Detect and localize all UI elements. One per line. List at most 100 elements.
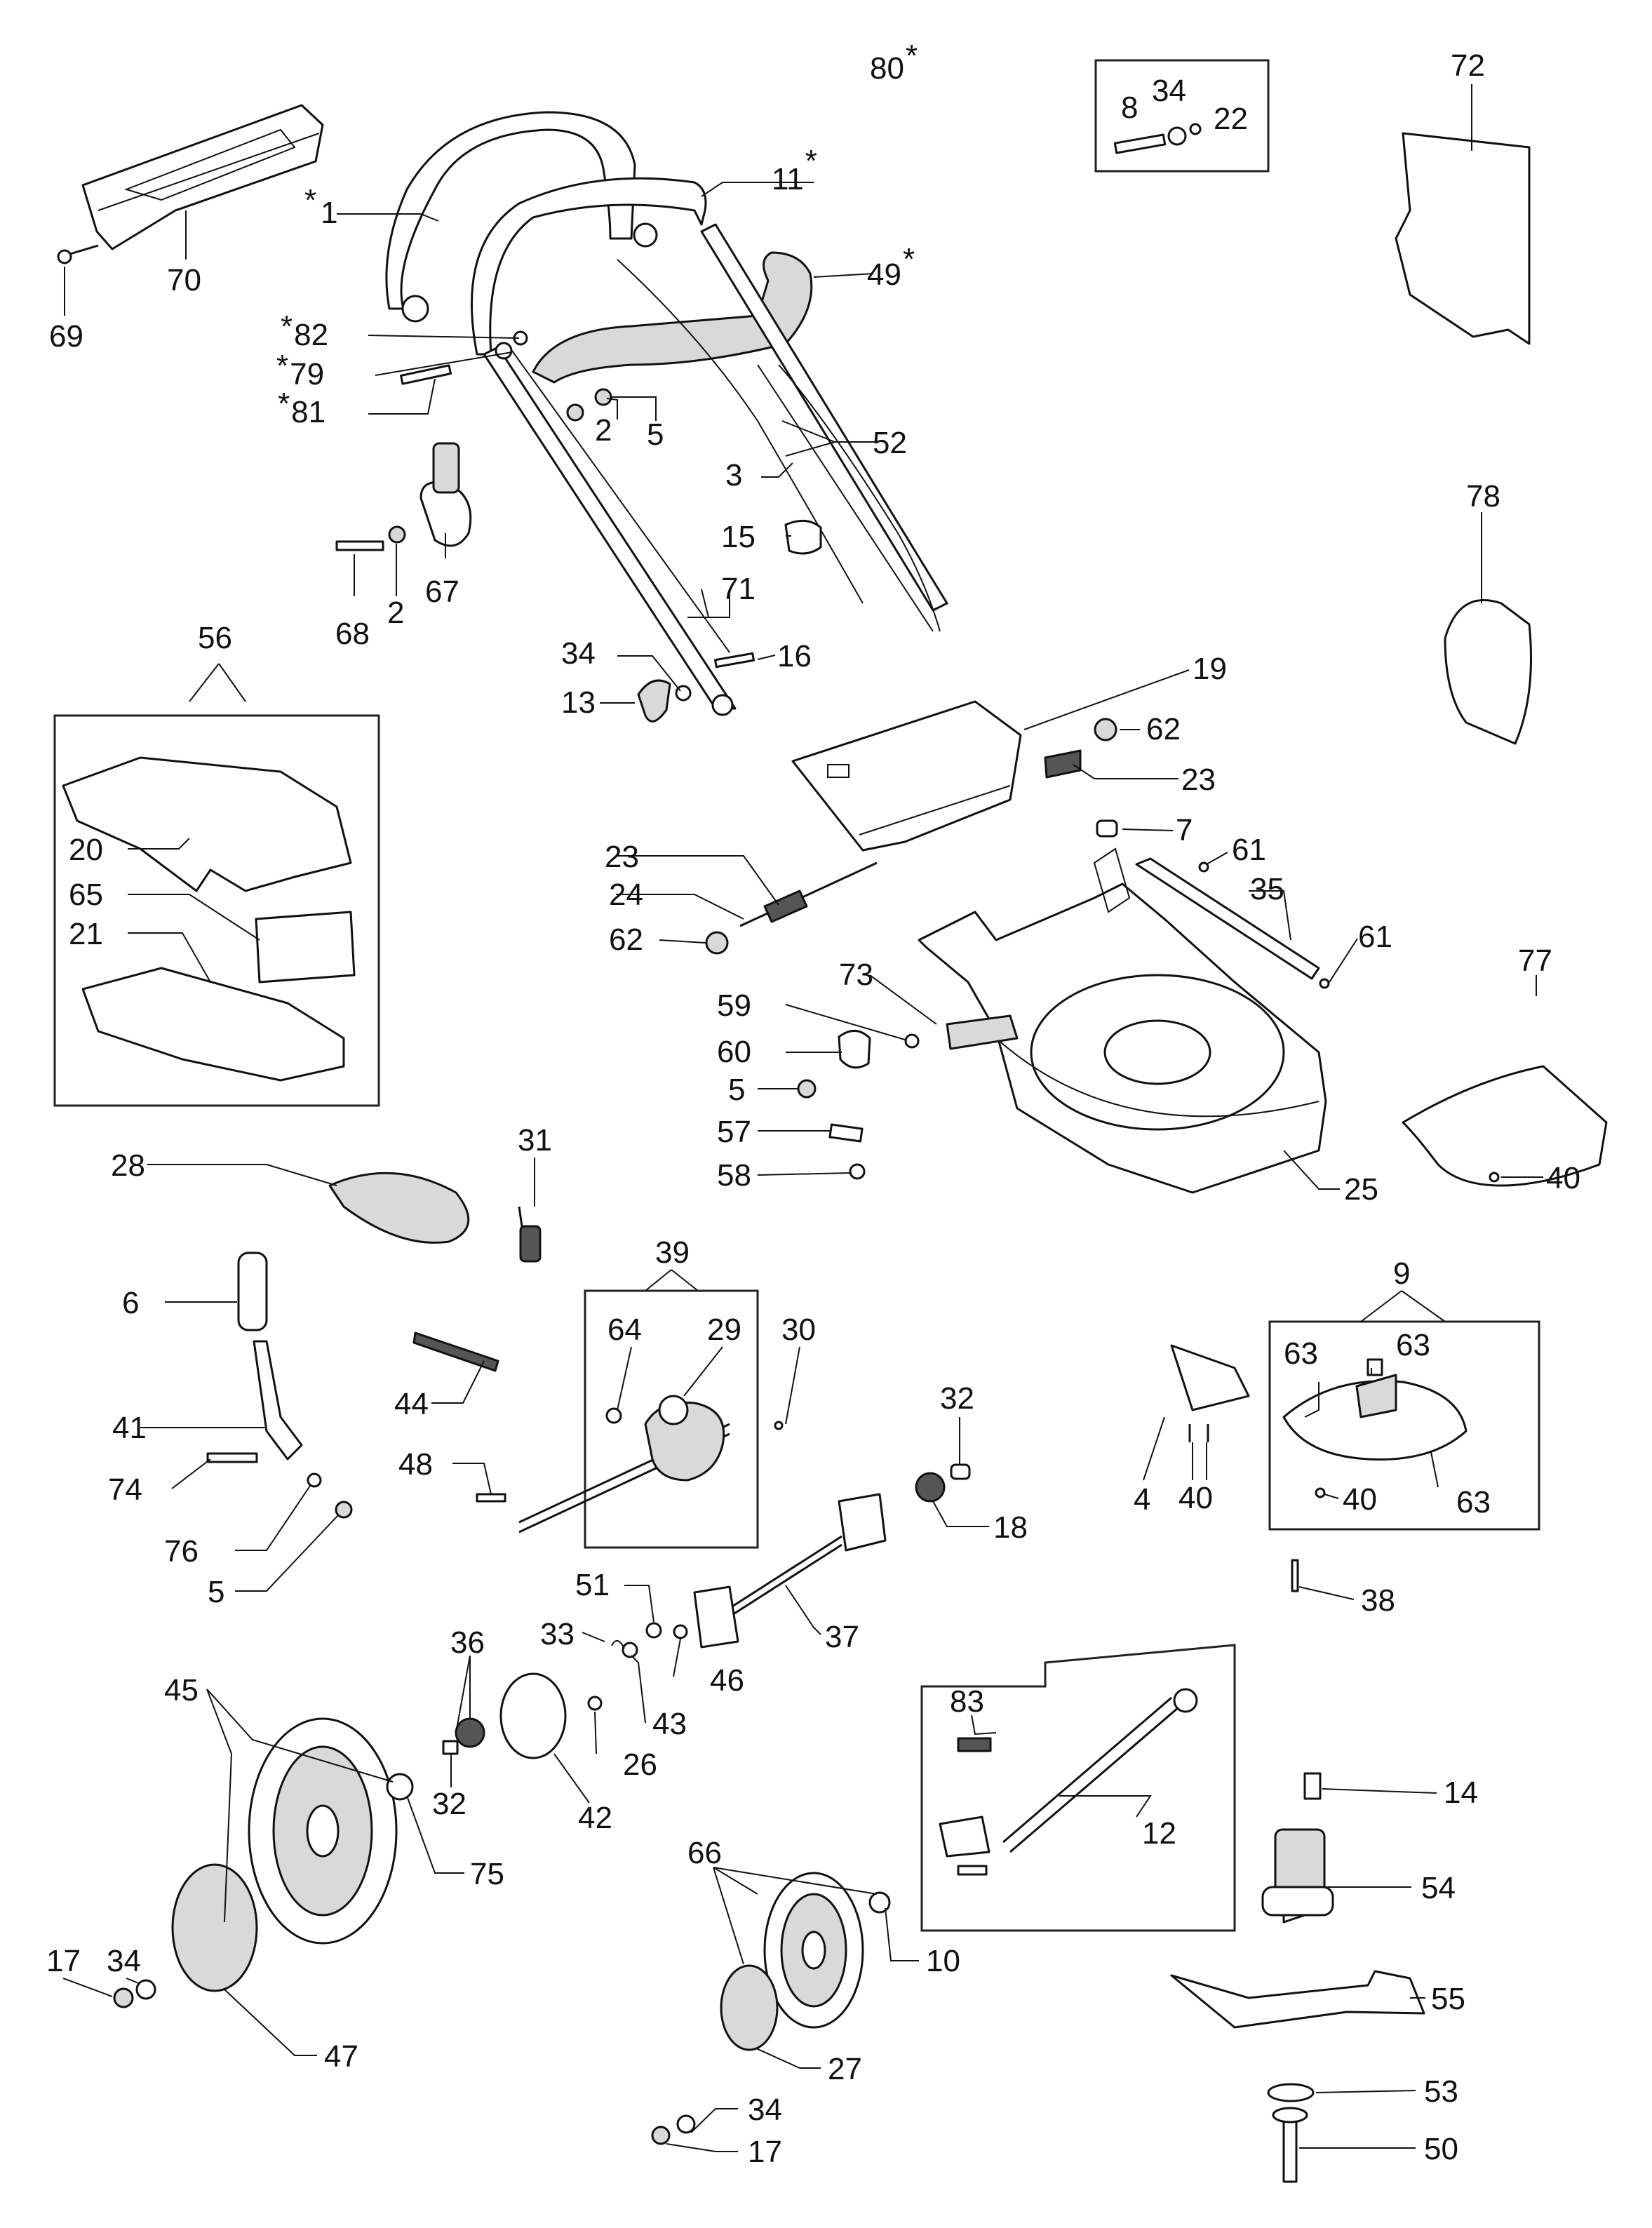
washer-part [622,1642,638,1658]
callout-77: 77 [1518,944,1552,978]
nut-part [335,1501,353,1519]
callout-32: 32 [432,1787,466,1821]
cover-part [1444,599,1532,745]
callout-41: 41 [112,1411,147,1445]
nut-part [1319,978,1330,989]
callout-34: 34 [561,636,596,671]
callout-61: 61 [1232,833,1266,867]
callout-26: 26 [623,1747,657,1782]
drive-belt-part [328,1172,470,1244]
washer-part [587,1696,603,1711]
bolt-head-part [1272,2107,1308,2123]
mulching-kit-box [1268,1320,1540,1531]
spring-part [412,1331,499,1372]
washer-part [645,1622,662,1639]
callout-34: 34 [107,1944,141,1978]
bushing-part [868,1891,891,1914]
callout-28: 28 [111,1148,145,1183]
spring-part [519,1225,542,1263]
grass-bag-assembly-box [53,714,380,1107]
callout-7: 7 [1176,813,1193,847]
screw-part [57,244,99,264]
callout-53: 53 [1424,2074,1458,2109]
callout-5: 5 [208,1575,224,1609]
bolt-part [206,1452,258,1463]
gearbox-assembly-box [584,1289,759,1549]
callout-20: 20 [69,833,103,867]
callout-83: 83 [950,1684,984,1719]
callout-55: 55 [1431,1982,1465,2016]
pin-part [400,364,452,385]
callout-29: 29 [707,1313,741,1347]
callout-34: 34 [748,2093,782,2127]
callout-17: 17 [748,2135,782,2169]
callout-27: 27 [828,2052,862,2086]
callout-43: 43 [652,1707,687,1741]
callout-52: 52 [873,426,907,460]
callout-64: 64 [607,1313,642,1347]
lever-part [253,1340,303,1461]
wheel-hub-part [499,1672,567,1759]
mower-deck-part [918,847,1327,1194]
callout-32: 32 [940,1381,974,1416]
clip-part [611,1640,625,1649]
callout-68: 68 [335,617,370,651]
callout-23: 23 [605,840,639,874]
callout-2: 2 [595,413,612,448]
callout-71: 71 [721,572,756,606]
callout-80: 80* [870,39,918,86]
callout-11: 11* [772,144,817,196]
nut-part [705,931,729,955]
rear-flap-part [791,700,1022,852]
callout-31: 31 [518,1123,552,1157]
clip-part [828,1123,864,1143]
nut-part [594,388,612,406]
callout-51: 51 [575,1568,610,1602]
upper-handle-part [385,111,813,384]
pinion-part [915,1472,946,1503]
mulching-blade-part [1170,1344,1250,1411]
nut-part [113,1987,134,2008]
callout-65: 65 [69,878,103,912]
callout-6: 6 [122,1286,139,1320]
callout-23: 23 [1181,763,1216,797]
wing-knob-part [637,679,671,723]
bumper-bar-part [1135,857,1320,980]
drive-cable-part [617,259,864,604]
callout-34: 34 [1152,74,1186,108]
nut-part [673,1624,688,1639]
lower-handle-part [483,223,948,716]
callout-15: 15 [721,520,756,554]
callout-37: 37 [825,1620,859,1654]
callout-19: 19 [1193,652,1227,686]
callout-40: 40 [1343,1482,1377,1517]
wheel-cap-part [720,1964,779,2051]
callout-44: 44 [394,1387,429,1421]
callout-3: 3 [725,458,742,492]
handle-cover-part [81,104,324,250]
pin-part [1113,133,1167,154]
callout-5: 5 [647,417,664,452]
callout-62: 62 [609,922,643,957]
callout-labels: 80* 8 34 22 72 70 69 *1 11* *82 *79 *81 … [46,39,1580,2169]
grip-part [237,1251,268,1331]
callout-54: 54 [1421,1871,1456,1905]
blade-adapter-part [1261,1828,1334,1924]
callout-63: 63 [1284,1336,1318,1371]
callout-5: 5 [728,1073,745,1107]
callout-30: 30 [781,1313,816,1347]
callout-60: 60 [717,1035,751,1069]
pin-part [476,1493,506,1503]
callout-9: 9 [1393,1256,1410,1291]
callout-17: 17 [46,1944,81,1978]
screw-part [1291,1559,1299,1592]
height-lever-part [419,442,472,547]
plug-part [1096,819,1118,838]
front-axle-part [939,1688,1198,1876]
bolt-part [714,652,755,669]
callout-45: 45 [164,1673,199,1707]
nut-part [388,525,406,544]
warning-label-part [1395,132,1531,345]
callout-8: 8 [1121,90,1138,125]
